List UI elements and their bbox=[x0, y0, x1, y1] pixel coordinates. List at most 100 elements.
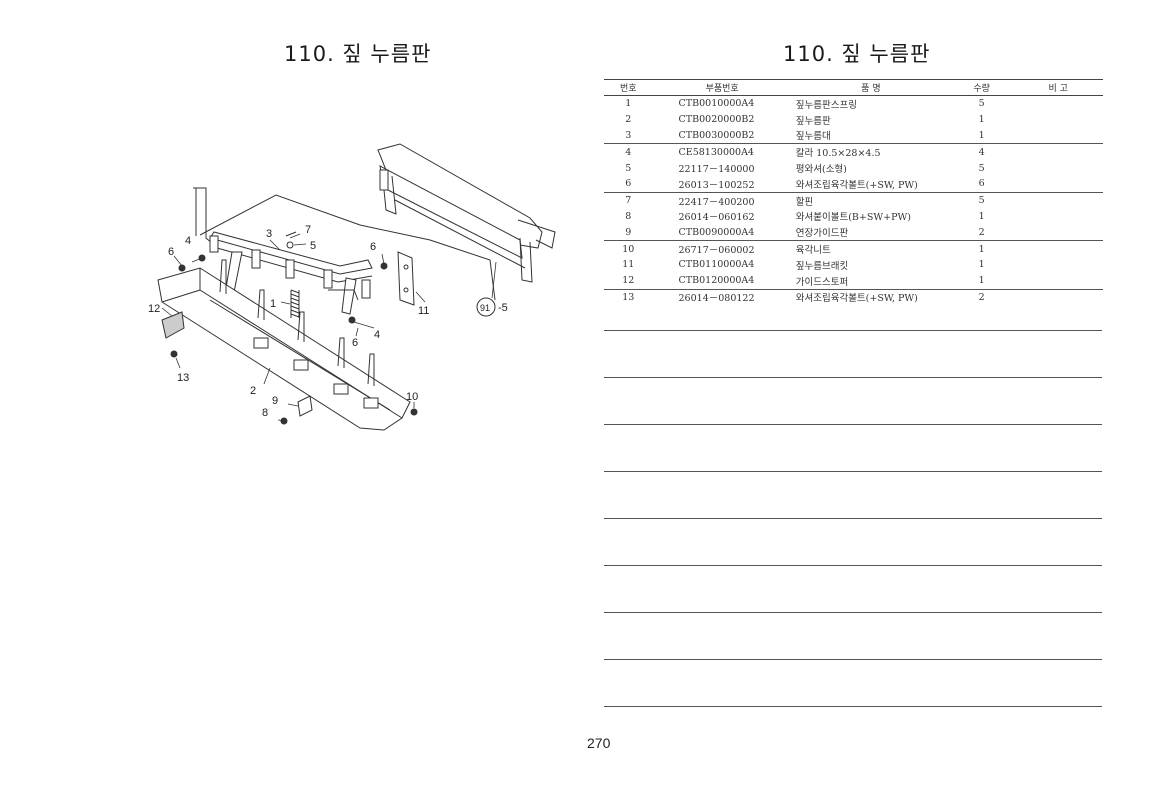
parts-table: 번호 부품번호 품 명 수량 비 고 1 CTB0010000A4 짚누름판스프… bbox=[604, 79, 1103, 305]
cell-no: 12 bbox=[604, 272, 653, 290]
cell-quantity: 5 bbox=[978, 162, 985, 174]
cell-part-name: 육각니트 bbox=[795, 245, 831, 257]
callout-7: 7 bbox=[305, 224, 311, 236]
cell-remark bbox=[1013, 272, 1103, 290]
cell-part-number: CTB0020000B2 bbox=[678, 114, 755, 126]
cell-part-name: 와셔붙이볼트(B+SW+PW) bbox=[795, 212, 911, 224]
callout-13: 13 bbox=[177, 372, 189, 384]
page-title-right: 110. 짚 누름판 bbox=[783, 42, 931, 66]
callout-4: 4 bbox=[185, 235, 191, 247]
callout-10: 10 bbox=[406, 391, 418, 403]
header-no: 번호 bbox=[604, 79, 653, 96]
cell-remark bbox=[1013, 289, 1103, 305]
cell-remark bbox=[1013, 127, 1103, 145]
table-row: 11 CTB0110000A4 짚누름브래킷 1 bbox=[604, 257, 1103, 273]
cell-remark bbox=[1013, 175, 1103, 193]
cell-quantity: 2 bbox=[950, 224, 1014, 242]
blank-rule bbox=[604, 330, 1102, 331]
callout-8: 8 bbox=[262, 407, 268, 419]
table-row: 4 CE58130000A4 칼라 10.5×28×4.5 4 bbox=[604, 144, 1103, 160]
cell-remark bbox=[1013, 96, 1103, 112]
cell-part-number: 22117－140000 bbox=[678, 164, 755, 176]
callout-1: 1 bbox=[270, 298, 276, 310]
callout-5: 5 bbox=[310, 240, 316, 252]
page-title-left: 110. 짚 누름판 bbox=[284, 42, 432, 66]
blank-rule bbox=[604, 424, 1102, 425]
header-part-number: 부품번호 bbox=[652, 79, 792, 96]
spring-1 bbox=[290, 289, 300, 318]
blank-rule bbox=[604, 565, 1102, 566]
callout-9: 9 bbox=[272, 395, 278, 407]
cell-part-number: CTB0030000B2 bbox=[652, 127, 792, 145]
cell-part-number: 22417－400200 bbox=[678, 196, 755, 208]
header-part-name: 품 명 bbox=[791, 79, 950, 96]
cell-remark bbox=[1013, 224, 1103, 242]
cell-remark bbox=[1013, 144, 1103, 160]
cell-no: 11 bbox=[622, 259, 635, 271]
cell-no: 7 bbox=[625, 195, 632, 207]
cell-quantity: 1 bbox=[978, 114, 985, 126]
cell-part-name: 칼라 10.5×28×4.5 bbox=[795, 148, 881, 160]
blank-rule bbox=[604, 706, 1102, 707]
cell-quantity: 1 bbox=[978, 259, 985, 271]
blank-rule bbox=[604, 659, 1102, 660]
blank-rule bbox=[604, 518, 1102, 519]
cell-part-number: 26013－100252 bbox=[652, 175, 792, 193]
table-row: 5 22117－140000 평와셔(소형) 5 bbox=[604, 160, 1103, 176]
cell-no: 10 bbox=[622, 243, 635, 255]
cell-part-name: 짚누름브래킷 bbox=[795, 260, 849, 272]
cell-part-number: CTB0010000A4 bbox=[678, 98, 755, 110]
cell-part-name: 짚누름대 bbox=[791, 127, 950, 145]
cell-no: 2 bbox=[625, 114, 632, 126]
cell-part-name: 가이드스토퍼 bbox=[791, 272, 950, 290]
reference-number: 91 bbox=[480, 303, 490, 313]
machine-frame bbox=[377, 143, 556, 283]
cell-part-name: 할핀 bbox=[795, 196, 814, 208]
exploded-parts-diagram: 6 4 3 7 5 6 1 11 4 6 12 13 2 9 8 10 91 -… bbox=[148, 143, 556, 431]
table-row: 13 26014－080122 와셔조립육각볼트(+SW, PW) 2 bbox=[604, 289, 1103, 305]
cell-part-number: CTB0110000A4 bbox=[678, 259, 755, 271]
cell-no: 4 bbox=[625, 146, 632, 158]
cell-no: 13 bbox=[622, 291, 635, 303]
table-row: 10 26717－060002 육각니트 1 bbox=[604, 241, 1103, 257]
cell-remark bbox=[1013, 241, 1103, 257]
cell-part-number: CTB0120000A4 bbox=[652, 272, 792, 290]
cell-no: 8 bbox=[625, 210, 632, 222]
cell-quantity: 5 bbox=[978, 195, 985, 207]
table-row: 2 CTB0020000B2 짚누름판 1 bbox=[604, 112, 1103, 128]
cell-no: 3 bbox=[604, 127, 653, 145]
cell-remark bbox=[1013, 257, 1103, 273]
table-row: 8 26014－060162 와셔붙이볼트(B+SW+PW) 1 bbox=[604, 209, 1103, 225]
cell-remark bbox=[1013, 160, 1103, 176]
table-row: 3 CTB0030000B2 짚누름대 1 bbox=[604, 127, 1103, 145]
callout-6: 6 bbox=[352, 337, 358, 349]
cell-remark bbox=[1013, 209, 1103, 225]
reference-suffix: -5 bbox=[498, 302, 508, 314]
table-header-row: 번호 부품번호 품 명 수량 비 고 bbox=[604, 79, 1103, 96]
reference-circle bbox=[476, 297, 496, 317]
bracket-11 bbox=[397, 251, 415, 306]
cell-quantity: 1 bbox=[950, 272, 1014, 290]
cell-quantity: 1 bbox=[950, 127, 1014, 145]
cell-part-name: 연장가이드판 bbox=[791, 224, 950, 242]
blank-rule bbox=[604, 471, 1102, 472]
table-row: 9 CTB0090000A4 연장가이드판 2 bbox=[604, 224, 1103, 242]
cell-part-number: CE58130000A4 bbox=[678, 146, 754, 158]
cell-quantity: 4 bbox=[978, 146, 985, 158]
cell-part-name: 와셔조립육각볼트(+SW, PW) bbox=[795, 293, 918, 305]
cell-remark bbox=[1013, 192, 1103, 208]
table-row: 1 CTB0010000A4 짚누름판스프링 5 bbox=[604, 96, 1103, 112]
cell-part-name: 짚누름판스프링 bbox=[795, 99, 857, 111]
callout-3: 3 bbox=[266, 228, 272, 240]
header-remark: 비 고 bbox=[1013, 79, 1103, 96]
page-number: 270 bbox=[587, 735, 611, 751]
cell-quantity: 2 bbox=[978, 291, 985, 303]
cell-part-number: 26014－060162 bbox=[678, 212, 755, 224]
guide-plate-9 bbox=[297, 395, 313, 417]
cell-part-name: 짚누름판 bbox=[795, 115, 831, 127]
callout-6: 6 bbox=[168, 246, 174, 258]
cell-no: 5 bbox=[625, 162, 632, 174]
blank-rule bbox=[604, 377, 1102, 378]
cell-part-name: 평와셔(소형) bbox=[795, 164, 847, 176]
cell-no: 6 bbox=[604, 175, 653, 193]
